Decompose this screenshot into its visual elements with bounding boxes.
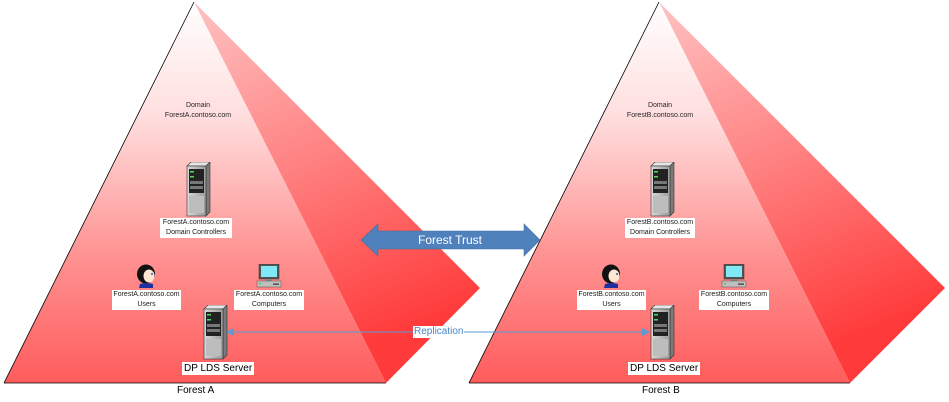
computer-icon[interactable] <box>256 264 282 288</box>
forest-a-users-label: ForestA.contoso.com Users <box>112 290 181 310</box>
forest-b-users-label: ForestB.contoso.com Users <box>577 290 646 310</box>
computer-icon[interactable] <box>721 264 747 288</box>
forest-a-computers-label: ForestA.contoso.com Computers <box>234 290 304 310</box>
forest-a-name: Forest A <box>177 385 215 396</box>
replication-arrowhead-left <box>226 328 234 336</box>
pyramid-forest-a <box>3 1 480 384</box>
dc-role: Domain Controllers <box>630 229 690 236</box>
dc-domain: ForestB.contoso.com <box>626 219 694 226</box>
dc-domain: ForestA.contoso.com <box>162 219 230 226</box>
forest-a-dc-label: ForestA.contoso.com Domain Controllers <box>160 218 232 238</box>
forest-a-domain-label: Domain ForestA.contoso.com <box>160 101 236 121</box>
replication-label: Replication <box>413 326 465 338</box>
forest-b-name: Forest B <box>642 385 680 396</box>
server-tower-icon[interactable] <box>201 305 228 360</box>
forest-b-dc-label: ForestB.contoso.com Domain Controllers <box>625 218 695 238</box>
user-icon[interactable] <box>600 264 622 288</box>
users-domain: ForestB.contoso.com <box>578 291 645 298</box>
server-tower-icon[interactable] <box>648 305 675 360</box>
computers-domain: ForestB.contoso.com <box>700 291 768 298</box>
server-tower-icon[interactable] <box>184 162 211 217</box>
forest-b-domain-label: Domain ForestB.contoso.com <box>622 101 698 121</box>
forest-trust-label: Forest Trust <box>418 233 483 247</box>
pyramid-a-side <box>194 2 480 383</box>
users-domain: ForestA.contoso.com <box>113 291 180 298</box>
computers-domain: ForestA.contoso.com <box>235 291 303 298</box>
forest-b-computers-label: ForestB.contoso.com Computers <box>699 290 769 310</box>
dc-role: Domain Controllers <box>166 229 226 236</box>
users-role: Users <box>137 301 156 308</box>
pyramid-forest-b <box>468 1 945 384</box>
forest-trust-arrow[interactable] <box>360 223 541 257</box>
pyramid-a-edge-left <box>3 1 195 384</box>
forest-b-server-label: DP LDS Server <box>628 362 701 375</box>
domain-name: ForestA.contoso.com <box>164 112 232 119</box>
computers-role: Computers <box>716 301 752 308</box>
domain-name: ForestB.contoso.com <box>626 112 694 119</box>
forest-a-server-label: DP LDS Server <box>182 362 255 375</box>
pyramid-b-edge-left <box>468 1 660 384</box>
user-icon[interactable] <box>135 264 157 288</box>
server-tower-icon[interactable] <box>648 162 675 217</box>
domain-title: Domain <box>647 102 673 109</box>
replication-arrowhead-right <box>642 328 650 336</box>
pyramid-b-side <box>659 2 945 383</box>
domain-title: Domain <box>185 102 211 109</box>
computers-role: Computers <box>251 301 287 308</box>
users-role: Users <box>602 301 621 308</box>
